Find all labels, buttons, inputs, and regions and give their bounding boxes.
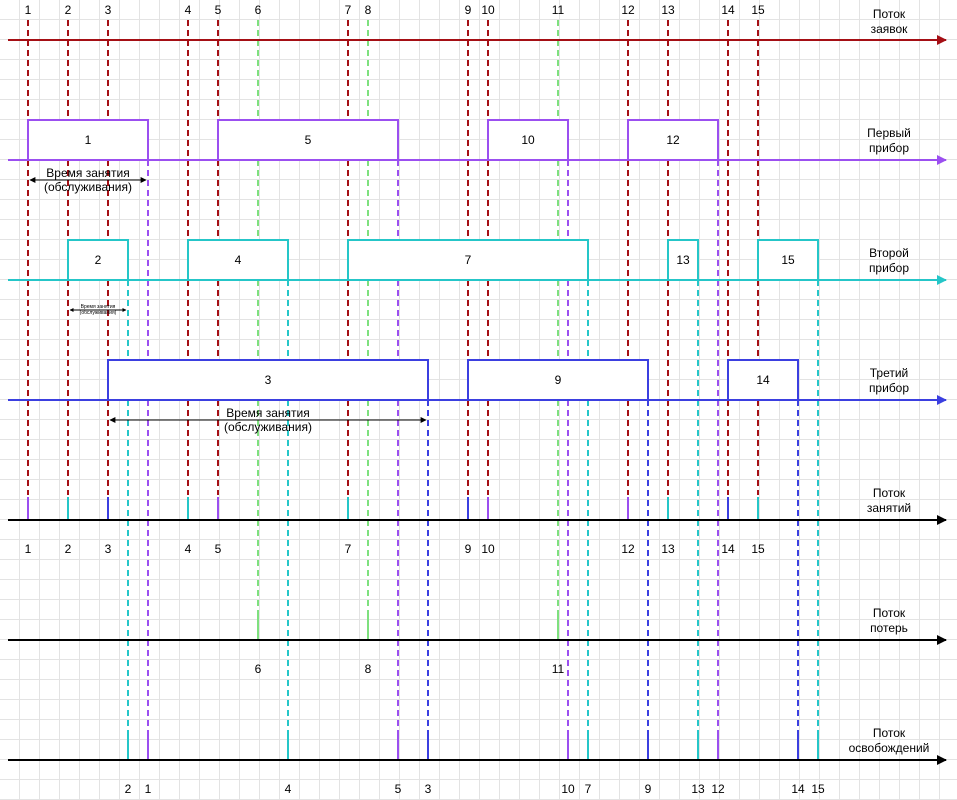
release-flow-label-14: 14 <box>791 782 805 796</box>
service-label-2: 2 <box>95 253 102 267</box>
service-label-12: 12 <box>666 133 680 147</box>
busy-time-note-1: Время занятия (обслуживания) <box>43 166 132 194</box>
request-label-8: 8 <box>365 3 372 17</box>
service-label-4: 4 <box>235 253 242 267</box>
busy-flow-label-1: 1 <box>25 542 32 556</box>
service-label-5: 5 <box>305 133 312 147</box>
busy-flow-label-2: 2 <box>65 542 72 556</box>
busy-flow-label-15: 15 <box>751 542 765 556</box>
busy-flow-label-3: 3 <box>105 542 112 556</box>
release-flow-label-7: 7 <box>585 782 592 796</box>
service-box-7 <box>347 239 589 281</box>
release-flow-label-15: 15 <box>811 782 825 796</box>
busy-flow-label-14: 14 <box>721 542 735 556</box>
release-flow-label-3: 3 <box>425 782 432 796</box>
request-label-10: 10 <box>481 3 495 17</box>
request-label-5: 5 <box>215 3 222 17</box>
service-label-9: 9 <box>555 373 562 387</box>
loss-flow-label-11: 11 <box>552 662 565 676</box>
service-label-13: 13 <box>676 253 690 267</box>
release-flow-label-9: 9 <box>645 782 652 796</box>
service-label-14: 14 <box>756 373 770 387</box>
request-label-3: 3 <box>105 3 112 17</box>
service-label-10: 10 <box>521 133 535 147</box>
request-label-12: 12 <box>621 3 635 17</box>
busy-time-note-2: Время занятия (обслуживания) <box>79 304 117 316</box>
release-flow-label-12: 12 <box>711 782 725 796</box>
busy-flow-label-10: 10 <box>481 542 495 556</box>
service-label-7: 7 <box>465 253 472 267</box>
request-label-14: 14 <box>721 3 735 17</box>
busy-time-note-3: Время занятия (обслуживания) <box>223 406 312 434</box>
loss-flow-label-6: 6 <box>255 662 262 676</box>
loss-flow-label-8: 8 <box>365 662 372 676</box>
release-flow-label-13: 13 <box>691 782 705 796</box>
service-box-1 <box>27 119 149 161</box>
service-box-14 <box>727 359 799 401</box>
request-label-6: 6 <box>255 3 262 17</box>
release-flow-label-1: 1 <box>145 782 152 796</box>
request-label-11: 11 <box>552 3 565 17</box>
service-box-2 <box>67 239 129 281</box>
request-label-7: 7 <box>345 3 352 17</box>
release-flow-label-4: 4 <box>285 782 292 796</box>
service-label-15: 15 <box>781 253 795 267</box>
busy-flow-label-5: 5 <box>215 542 222 556</box>
service-box-3 <box>107 359 429 401</box>
request-label-15: 15 <box>751 3 765 17</box>
release-flow-label-5: 5 <box>395 782 402 796</box>
service-label-1: 1 <box>85 133 92 147</box>
request-label-9: 9 <box>465 3 472 17</box>
release-flow-label-2: 2 <box>125 782 132 796</box>
axis-label-release: Поток освобождений <box>848 726 930 755</box>
axis-label-device3: Третий прибор <box>868 366 910 395</box>
service-box-12 <box>627 119 719 161</box>
axis-label-device2: Второй прибор <box>868 246 910 275</box>
request-label-1: 1 <box>25 3 32 17</box>
busy-flow-label-4: 4 <box>185 542 192 556</box>
axis-label-busy: Поток занятий <box>866 486 912 515</box>
release-flow-label-10: 10 <box>561 782 575 796</box>
axis-label-loss: Поток потерь <box>870 606 908 635</box>
request-label-13: 13 <box>661 3 675 17</box>
busy-flow-label-7: 7 <box>345 542 352 556</box>
request-label-4: 4 <box>185 3 192 17</box>
service-label-3: 3 <box>265 373 272 387</box>
busy-flow-label-9: 9 <box>465 542 472 556</box>
axis-label-requests: Поток заявок <box>870 7 908 36</box>
service-box-5 <box>217 119 399 161</box>
service-box-4 <box>187 239 289 281</box>
busy-flow-label-12: 12 <box>621 542 635 556</box>
service-box-15 <box>757 239 819 281</box>
request-label-2: 2 <box>65 3 72 17</box>
busy-flow-label-13: 13 <box>661 542 675 556</box>
axis-label-device1: Первый прибор <box>867 126 911 155</box>
